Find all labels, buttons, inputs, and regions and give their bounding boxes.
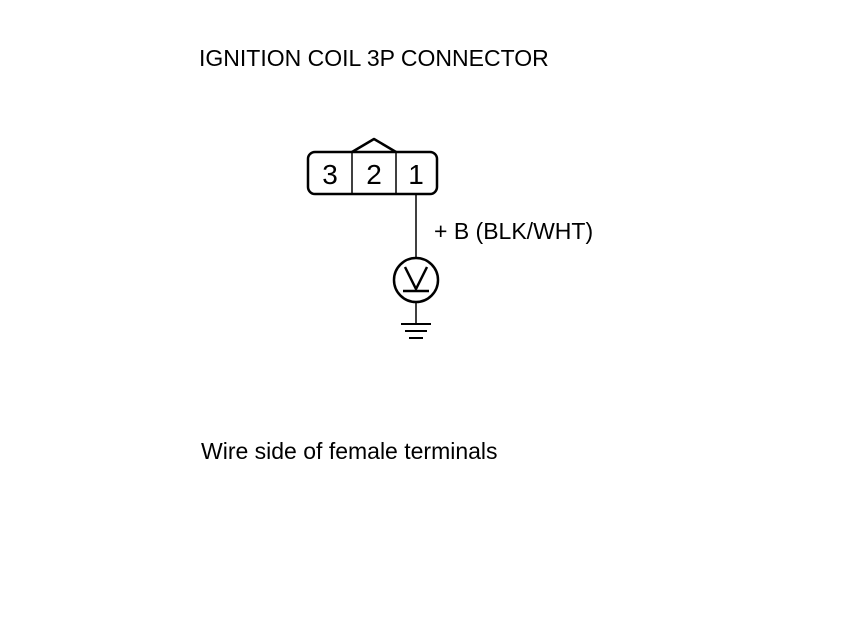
diagram-caption: Wire side of female terminals (201, 438, 498, 464)
connector-key-tab (351, 137, 397, 154)
diagram-title: IGNITION COIL 3P CONNECTOR (199, 45, 549, 71)
ground-icon (401, 323, 431, 339)
terminal-number-1: 1 (408, 159, 424, 190)
voltmeter-icon (392, 256, 440, 304)
terminal-number-3: 3 (322, 159, 338, 190)
connector-housing (306, 150, 439, 196)
terminal-number-2: 2 (366, 159, 382, 190)
wire-label: + B (BLK/WHT) (434, 218, 594, 244)
